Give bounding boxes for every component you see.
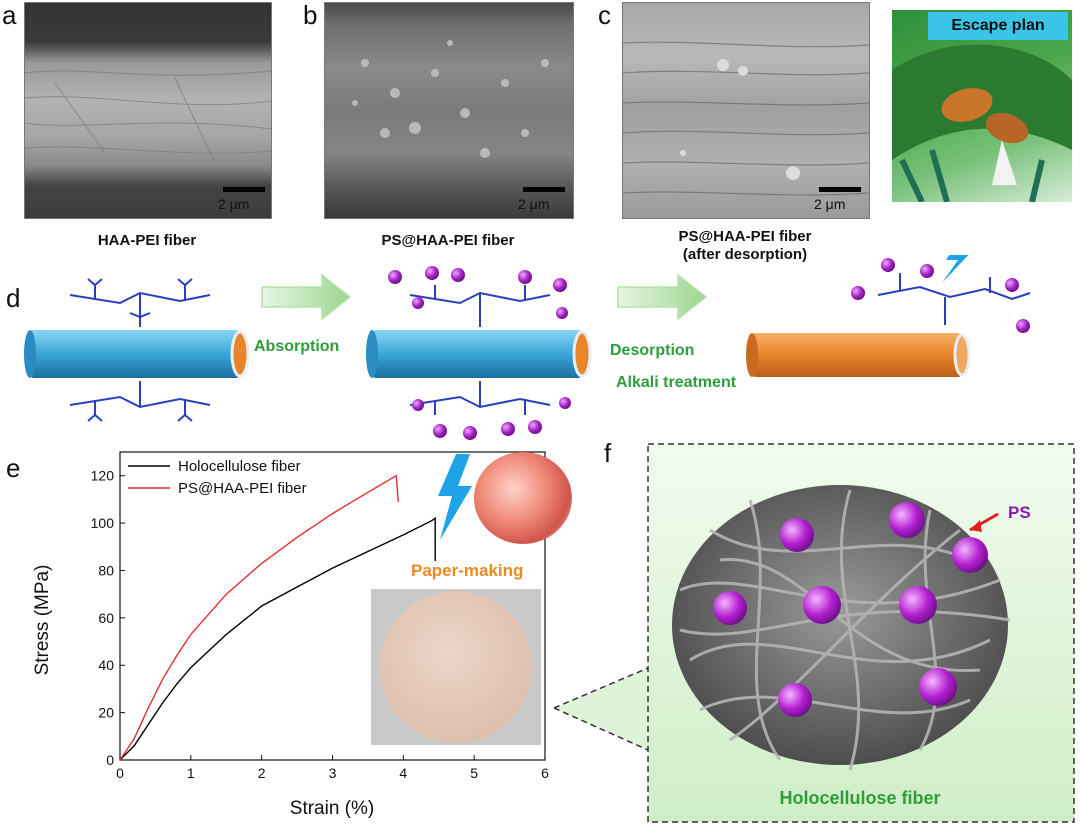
y-tick-label: 0 <box>106 752 114 768</box>
y-tick-label: 40 <box>98 657 114 673</box>
sem-texture <box>623 41 869 196</box>
x-tick-label: 3 <box>329 765 337 781</box>
label-holocellulose-fiber: Holocellulose fiber <box>779 788 940 808</box>
panel-label-e: e <box>6 453 21 483</box>
scale-bar <box>523 187 565 192</box>
legend-label: Holocellulose fiber <box>178 458 301 475</box>
y-tick-label: 80 <box>98 562 114 578</box>
caption-haa-pei-fiber: HAA-PEI fiber <box>97 232 197 249</box>
sem-texture <box>25 70 271 164</box>
label-absorption: Absorption <box>254 338 340 355</box>
caption-line-2: (after desorption) <box>682 246 808 263</box>
arrow-desorption <box>617 273 708 321</box>
scale-label: 2 μm <box>518 196 550 212</box>
sem-image-haa-pei: 2 μm <box>24 2 272 219</box>
x-tick-label: 2 <box>258 765 266 781</box>
panel-f-frame: PS Holocellulose fiber <box>553 443 1075 823</box>
x-tick-label: 6 <box>541 765 549 781</box>
lightning-bolt-icon <box>438 454 472 540</box>
series-line-1 <box>119 516 436 761</box>
scale-label: 2 μm <box>814 196 846 212</box>
x-tick-label: 0 <box>116 765 124 781</box>
chart-series <box>119 474 436 761</box>
label-desorption: Desorption <box>610 342 695 359</box>
x-axis-label: Strain (%) <box>290 798 374 819</box>
fiber-tube-1 <box>24 278 250 422</box>
y-tick-label: 100 <box>91 515 115 531</box>
label-paper-making: Paper-making <box>411 561 524 580</box>
legend-label: PS@HAA-PEI fiber <box>178 480 307 497</box>
beetle-leaf-art <box>892 44 1072 202</box>
panel-label-f: f <box>604 438 612 468</box>
fiber-tube-3 <box>746 258 1031 377</box>
panel-label-b: b <box>303 0 318 30</box>
lightning-bolt-icon <box>942 255 969 283</box>
panel-label-c: c <box>598 0 611 30</box>
y-tick-label: 20 <box>98 705 114 721</box>
sem-image-after-desorption: 2 μm <box>622 2 870 219</box>
paper-disc <box>380 591 532 743</box>
series-line-2 <box>119 474 400 761</box>
y-tick-label: 120 <box>91 468 115 484</box>
scale-bar <box>819 187 861 192</box>
sem-image-ps-haa-pei: 2 μm <box>324 2 574 219</box>
x-tick-label: 5 <box>470 765 478 781</box>
scale-bar <box>223 187 265 192</box>
fiber-tube-2 <box>366 266 592 440</box>
caption-line-1: PS@HAA-PEI fiber <box>678 228 812 245</box>
scale-label: 2 μm <box>218 196 250 212</box>
ps-label: PS <box>1008 503 1031 522</box>
y-axis-label: Stress (MPa) <box>32 565 53 676</box>
escape-plan-title: Escape plan <box>928 12 1068 40</box>
panel-label-d: d <box>6 283 21 313</box>
paper-sheet-photo <box>371 589 541 745</box>
x-tick-label: 1 <box>187 765 195 781</box>
arrow-absorption <box>261 273 352 321</box>
escape-plan-illustration: Escape plan <box>892 10 1072 202</box>
pulp-image <box>474 452 572 544</box>
x-tick-label: 4 <box>399 765 407 781</box>
caption-after-desorption: PS@HAA-PEI fiber (after desorption) <box>622 228 868 264</box>
panel-label-a: a <box>2 0 17 30</box>
caption-ps-haa-pei-fiber: PS@HAA-PEI fiber <box>381 232 515 249</box>
y-tick-label: 60 <box>98 610 114 626</box>
sem-texture <box>352 40 549 158</box>
panel-d-schematic <box>24 255 1031 440</box>
label-alkali-treatment: Alkali treatment <box>616 374 737 391</box>
